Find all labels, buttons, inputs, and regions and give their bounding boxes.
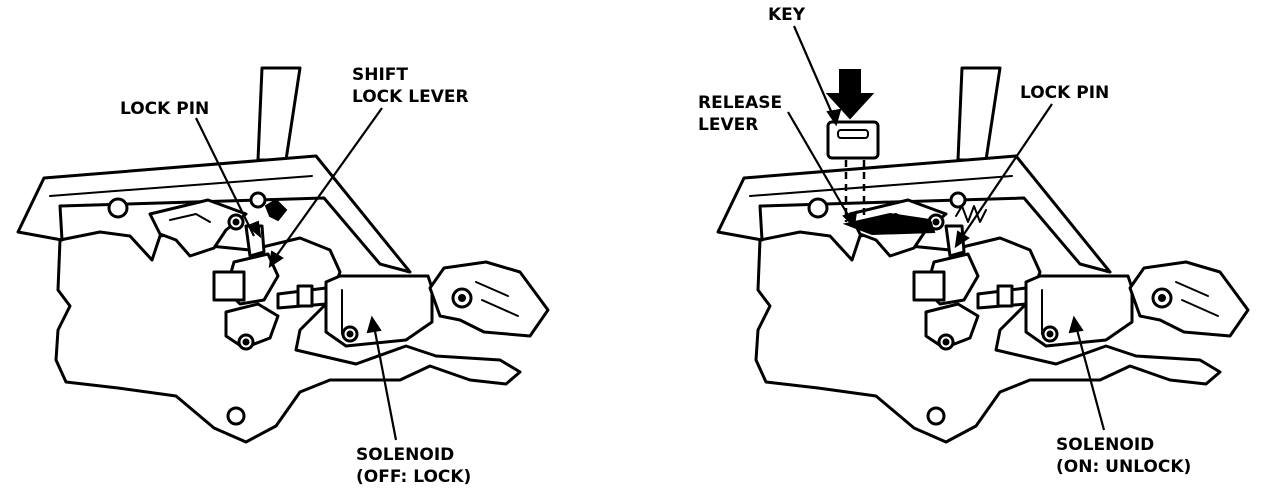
right-release-label-line2: LEVER	[698, 115, 758, 135]
left-solenoid-leader	[372, 325, 398, 441]
right-spring-icon	[955, 205, 987, 223]
right-solenoid-label-line2: (ON: UNLOCK)	[1056, 457, 1191, 477]
left-lock-pin-leader	[195, 117, 255, 237]
left-lock-pin-label: LOCK PIN	[120, 99, 209, 119]
key-slot-icon	[837, 129, 869, 139]
right-release-label-line1: RELEASE	[698, 93, 782, 113]
left-solenoid-arrowhead	[366, 315, 382, 334]
right-release-lever-arrowhead	[842, 210, 858, 229]
key-icon	[826, 120, 880, 160]
left-shift-lock-lever-leader	[271, 107, 383, 263]
left-diagram: LOCK PIN SHIFT LOCK LEVER SOLENOID (OFF:…	[16, 65, 550, 487]
left-shift-label-line1: SHIFT	[352, 65, 408, 85]
left-shift-lock-lever-arrowhead	[268, 250, 284, 269]
right-key-label: KEY	[768, 5, 806, 25]
right-diagram: KEY RELEASE LEVER LOCK PIN SOLENOID (ON:…	[698, 5, 1250, 477]
left-solenoid-label-line1: SOLENOID	[356, 445, 454, 465]
key-push-arrow-icon	[825, 69, 875, 120]
right-release-lever	[842, 212, 936, 236]
left-lock-pin-arrowhead	[246, 220, 262, 239]
left-shifter-assembly	[16, 66, 550, 444]
left-spring-icon	[264, 198, 288, 222]
right-key-leader	[792, 25, 836, 119]
left-shift-label-line2: LOCK LEVER	[352, 87, 469, 107]
right-lock-pin-label: LOCK PIN	[1020, 83, 1109, 103]
right-release-lever-leader	[787, 111, 853, 223]
left-solenoid-label-line2: (OFF: LOCK)	[356, 467, 471, 487]
right-solenoid-leader	[1074, 325, 1106, 431]
right-lock-pin-arrowhead	[954, 230, 970, 249]
right-key-arrowhead	[826, 108, 842, 127]
right-solenoid-arrowhead	[1068, 315, 1084, 334]
right-solenoid-label-line1: SOLENOID	[1056, 435, 1154, 455]
right-lock-pin-leader	[959, 103, 1053, 241]
right-shifter-assembly	[716, 66, 1250, 444]
